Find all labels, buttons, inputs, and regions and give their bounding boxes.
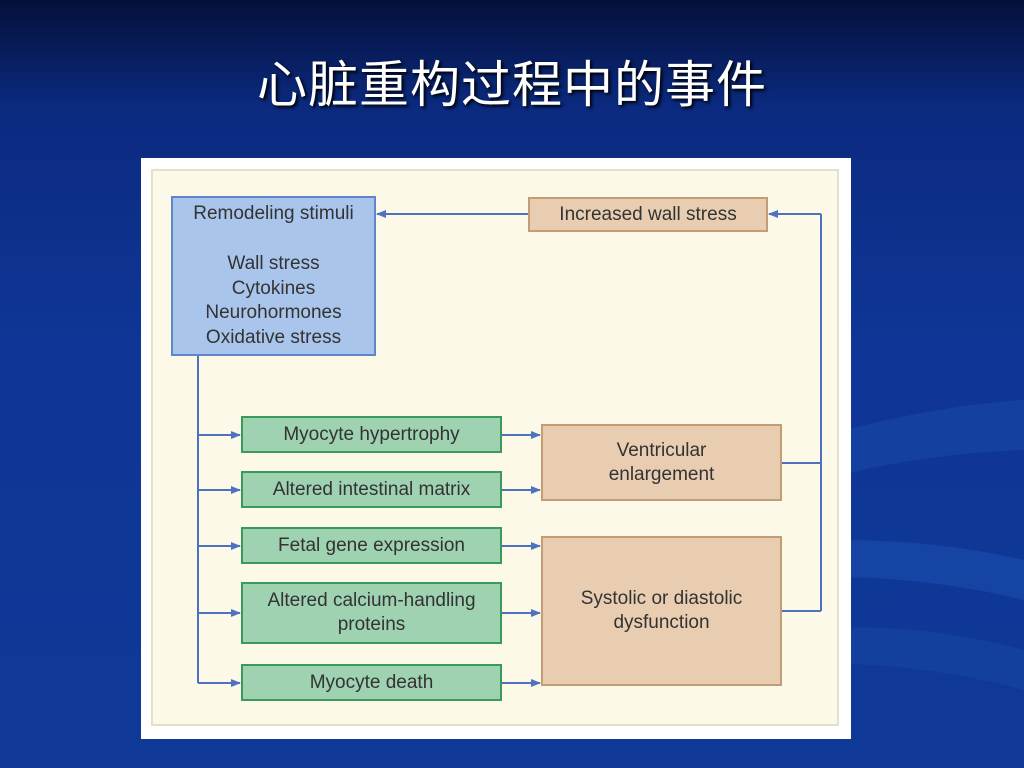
stimulus-item: Wall stress [227, 253, 320, 274]
connector-lines [197, 210, 822, 687]
wall-stress-label: Increased wall stress [559, 203, 737, 225]
process-box-hypertrophy: Myocyte hypertrophy [241, 416, 502, 453]
process-box-fetal-gene: Fetal gene expression [241, 527, 502, 564]
stimulus-item: Cytokines [231, 277, 316, 299]
stimuli-list: Wall stress Cytokines Neurohormones Oxid… [173, 252, 374, 350]
stimuli-title: Remodeling stimuli [193, 203, 354, 224]
process-label: proteins [337, 614, 406, 635]
outcome-label: enlargement [608, 463, 715, 485]
remodeling-stimuli-box: Remodeling stimuli Wall stress Cytokines… [171, 196, 376, 356]
remodeling-diagram: Remodeling stimuli Wall stress Cytokines… [141, 158, 851, 739]
process-box-calcium: Altered calcium-handling proteins [241, 582, 502, 644]
process-label: Altered calcium-handling [267, 590, 476, 611]
outcome-label: Ventricular [616, 439, 707, 461]
outcome-label: dysfunction [613, 612, 710, 633]
process-label: Myocyte hypertrophy [283, 423, 460, 445]
stimulus-item: Neurohormones [205, 302, 342, 323]
outcome-box-dysfunction: Systolic or diastolic dysfunction [541, 536, 782, 686]
outcome-label: Systolic or diastolic [580, 588, 743, 609]
increased-wall-stress-box: Increased wall stress [528, 197, 768, 232]
stimulus-item: Oxidative stress [205, 326, 342, 348]
process-box-matrix: Altered intestinal matrix [241, 471, 502, 508]
process-label: Myocyte death [309, 671, 434, 693]
outcome-box-enlargement: Ventricular enlargement [541, 424, 782, 501]
process-label: Altered intestinal matrix [272, 478, 471, 500]
slide-title: 心脏重构过程中的事件 [257, 56, 767, 114]
process-label: Fetal gene expression [278, 534, 465, 556]
process-box-death: Myocyte death [241, 664, 502, 701]
